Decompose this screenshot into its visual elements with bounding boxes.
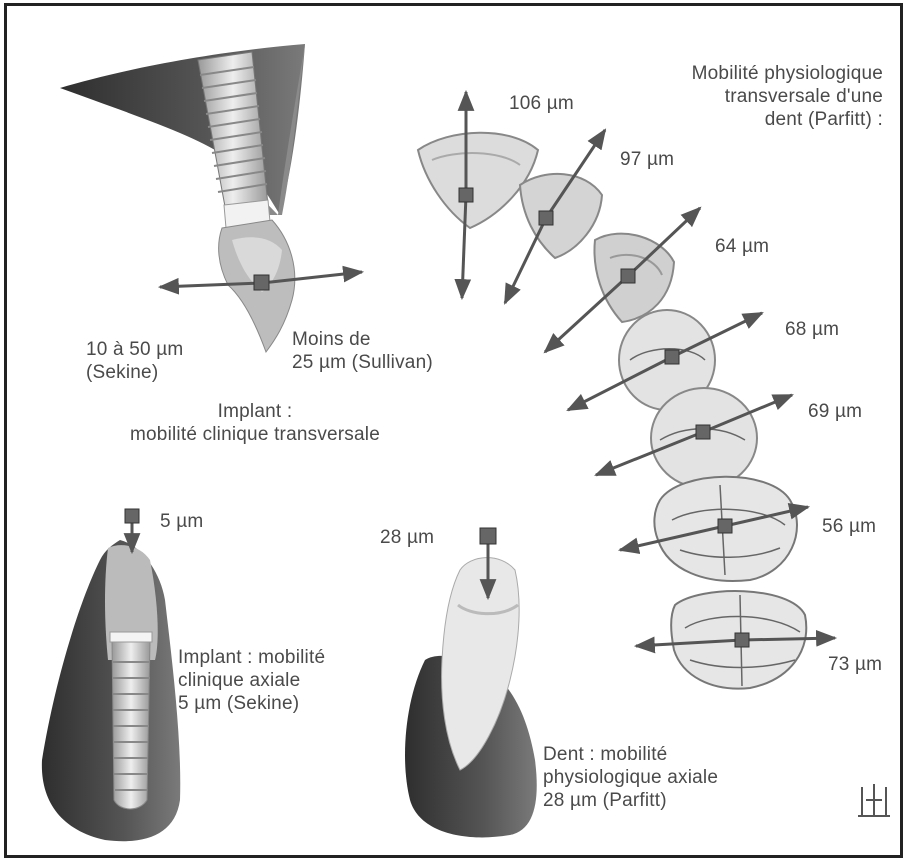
tooth-axial-caption: Dent : mobilité physiologique axiale 28 … bbox=[543, 743, 718, 812]
implant-transverse-left-value: 10 à 50 µm (Sekine) bbox=[86, 338, 183, 384]
tooth-axial-value: 28 µm bbox=[380, 526, 434, 549]
arch-value-7: 73 µm bbox=[828, 653, 882, 676]
implant-transverse-illustration bbox=[60, 44, 362, 352]
left-value-line-1: 10 à 50 µm bbox=[86, 338, 183, 361]
arch-value-6: 56 µm bbox=[822, 515, 876, 538]
left-value-line-2: (Sekine) bbox=[86, 361, 183, 384]
implant-axial-caption-line-1: Implant : mobilité bbox=[178, 646, 325, 669]
arch-value-5: 69 µm bbox=[808, 400, 862, 423]
implant-axial-caption-line-3: 5 µm (Sekine) bbox=[178, 692, 325, 715]
arch-title-line-3: dent (Parfitt) : bbox=[692, 108, 883, 131]
implant-axial-value: 5 µm bbox=[160, 510, 203, 533]
right-value-line-2: 25 µm (Sullivan) bbox=[292, 351, 433, 374]
implant-axial-caption: Implant : mobilité clinique axiale 5 µm … bbox=[178, 646, 325, 715]
implant-axial-caption-line-2: clinique axiale bbox=[178, 669, 325, 692]
arch-title-line-2: transversale d'une bbox=[692, 85, 883, 108]
publisher-logo bbox=[858, 784, 890, 816]
arch-value-3: 64 µm bbox=[715, 235, 769, 258]
caption-line-2: mobilité clinique transversale bbox=[55, 423, 455, 446]
implant-axial-illustration bbox=[42, 509, 180, 841]
arch-value-1: 106 µm bbox=[509, 92, 574, 115]
arch-value-2: 97 µm bbox=[620, 148, 674, 171]
tooth-axial-caption-line-1: Dent : mobilité bbox=[543, 743, 718, 766]
arch-title: Mobilité physiologique transversale d'un… bbox=[692, 62, 883, 131]
tooth-axial-illustration bbox=[405, 528, 537, 837]
arch-value-4: 68 µm bbox=[785, 318, 839, 341]
arch-title-line-1: Mobilité physiologique bbox=[692, 62, 883, 85]
tooth-axial-caption-line-3: 28 µm (Parfitt) bbox=[543, 789, 718, 812]
center-marker bbox=[254, 275, 269, 290]
caption-line-1: Implant : bbox=[55, 400, 455, 423]
right-value-line-1: Moins de bbox=[292, 328, 433, 351]
maxillary-bone bbox=[60, 44, 305, 215]
tooth-axial-caption-line-2: physiologique axiale bbox=[543, 766, 718, 789]
implant-transverse-caption: Implant : mobilité clinique transversale bbox=[55, 400, 455, 446]
implant-transverse-right-value: Moins de 25 µm (Sullivan) bbox=[292, 328, 433, 374]
